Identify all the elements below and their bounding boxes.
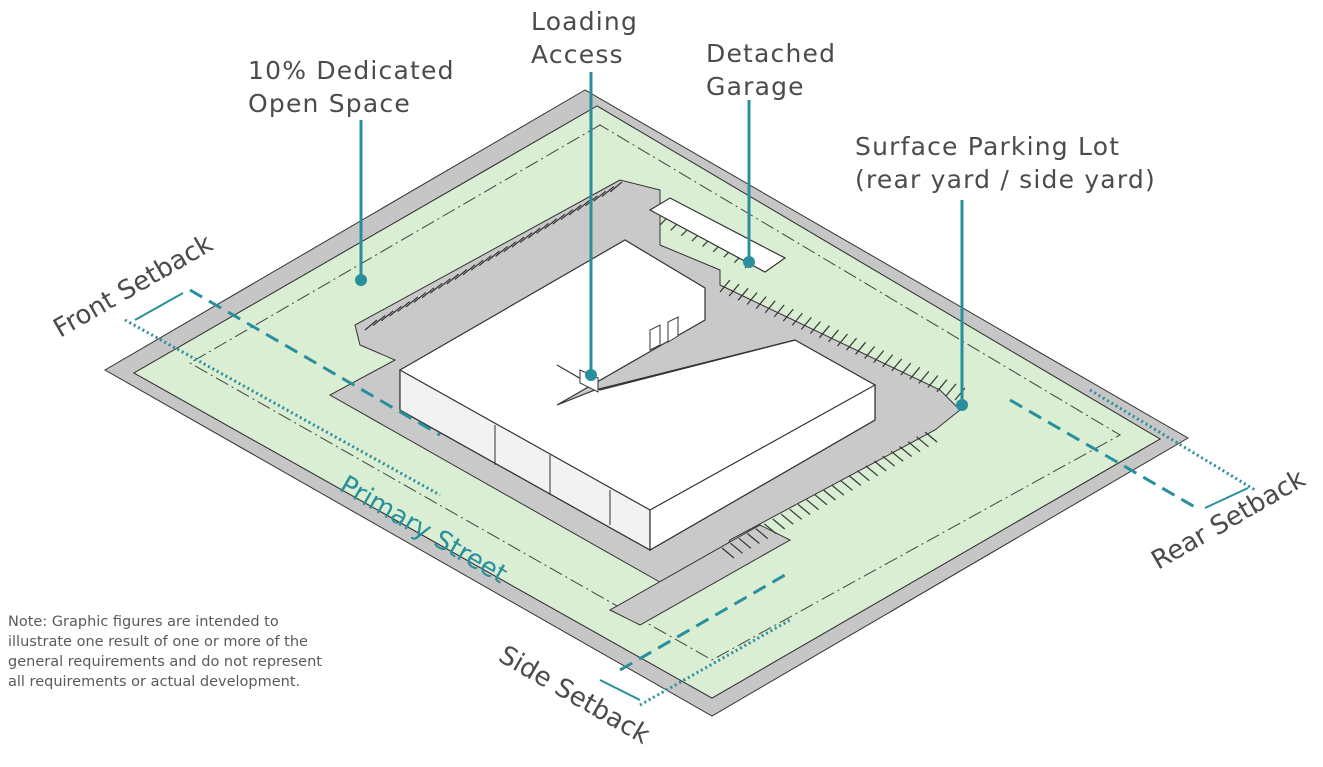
rear-setback-dotted xyxy=(1089,388,1256,492)
loading-access-callout: Loading Access xyxy=(531,7,639,69)
open-space-callout: 10% Dedicated Open Space xyxy=(248,56,455,118)
disclaimer-note: Note: Graphic figures are intended to il… xyxy=(8,614,322,690)
side-setback-dotted xyxy=(639,618,791,707)
callout-dots xyxy=(355,256,968,411)
side-setback-line xyxy=(619,573,786,672)
main-building xyxy=(399,239,876,552)
parking-lot-callout: Surface Parking Lot (rear yard / side ya… xyxy=(855,132,1156,194)
front-setback-line xyxy=(189,288,441,437)
front-setback-dotted xyxy=(124,318,441,497)
rear-setback-line xyxy=(1009,398,1201,512)
rear-setback-label: Rear Setback xyxy=(1147,464,1311,576)
drive-aisle xyxy=(608,524,792,626)
detached-garage-callout: Detached Garage xyxy=(706,39,837,101)
setback-line xyxy=(188,124,1122,661)
callout-leaders xyxy=(359,72,964,405)
detached-garage xyxy=(648,197,787,273)
setback-arrows xyxy=(134,292,1249,701)
